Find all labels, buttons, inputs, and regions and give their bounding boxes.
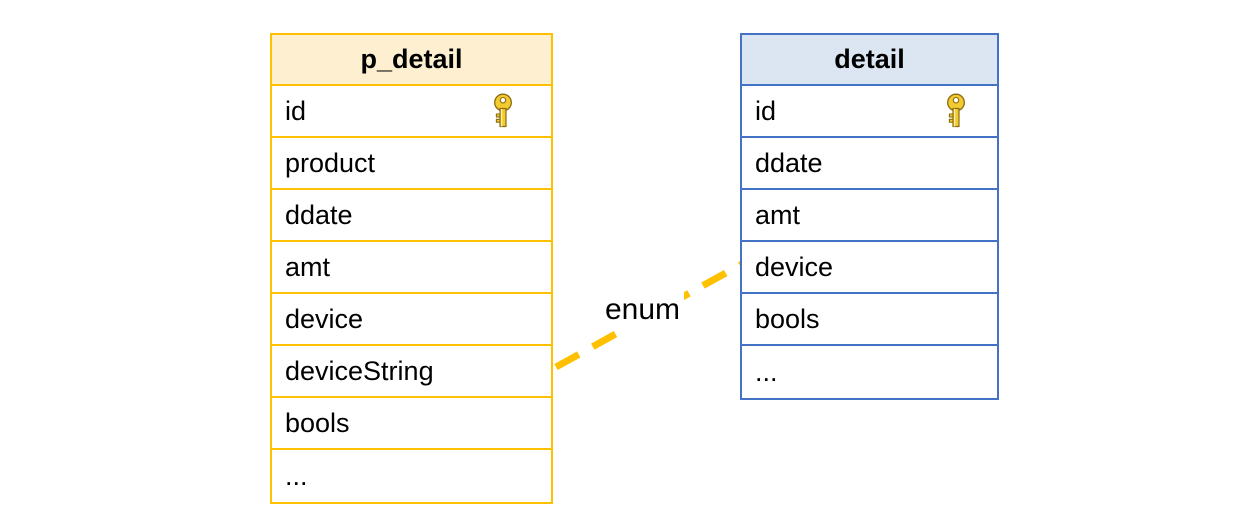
entity-title-p-detail: p_detail (360, 44, 463, 74)
field-name: bools (285, 407, 350, 438)
table-row[interactable]: bools (272, 398, 551, 450)
field-name: amt (285, 251, 331, 282)
table-row[interactable]: amt (742, 190, 997, 242)
field-name: ... (285, 460, 308, 491)
table-row[interactable]: amt (272, 242, 551, 294)
field-name: amt (755, 199, 801, 230)
table-row[interactable]: device (272, 294, 551, 346)
entity-title-detail: detail (834, 44, 905, 74)
field-name: ddate (285, 199, 353, 230)
table-row[interactable]: bools (742, 294, 997, 346)
table-row[interactable]: ddate (272, 190, 551, 242)
field-name: device (755, 251, 834, 282)
table-row[interactable]: id (742, 86, 997, 138)
entity-table-detail[interactable]: detail id ddate am (740, 33, 999, 400)
field-name: device (285, 303, 364, 334)
table-row[interactable]: id (272, 86, 551, 138)
key-icon (941, 86, 971, 136)
field-name: ... (755, 356, 778, 387)
table-row[interactable]: product (272, 138, 551, 190)
field-name: deviceString (285, 355, 434, 386)
table-row[interactable]: ddate (742, 138, 997, 190)
entity-header-detail: detail (742, 35, 997, 86)
entity-header-p-detail: p_detail (272, 35, 551, 86)
table-row[interactable]: deviceString (272, 346, 551, 398)
field-name: product (285, 147, 376, 178)
relationship-label-enum: enum (601, 289, 685, 331)
table-row[interactable]: ... (272, 450, 551, 502)
key-icon (488, 86, 518, 136)
field-name: id (285, 95, 307, 126)
table-row[interactable]: device (742, 242, 997, 294)
field-name: ddate (755, 147, 823, 178)
table-row[interactable]: ... (742, 346, 997, 398)
field-name: bools (755, 303, 820, 334)
entity-table-p-detail[interactable]: p_detail id product (270, 33, 553, 504)
field-name: id (755, 95, 777, 126)
